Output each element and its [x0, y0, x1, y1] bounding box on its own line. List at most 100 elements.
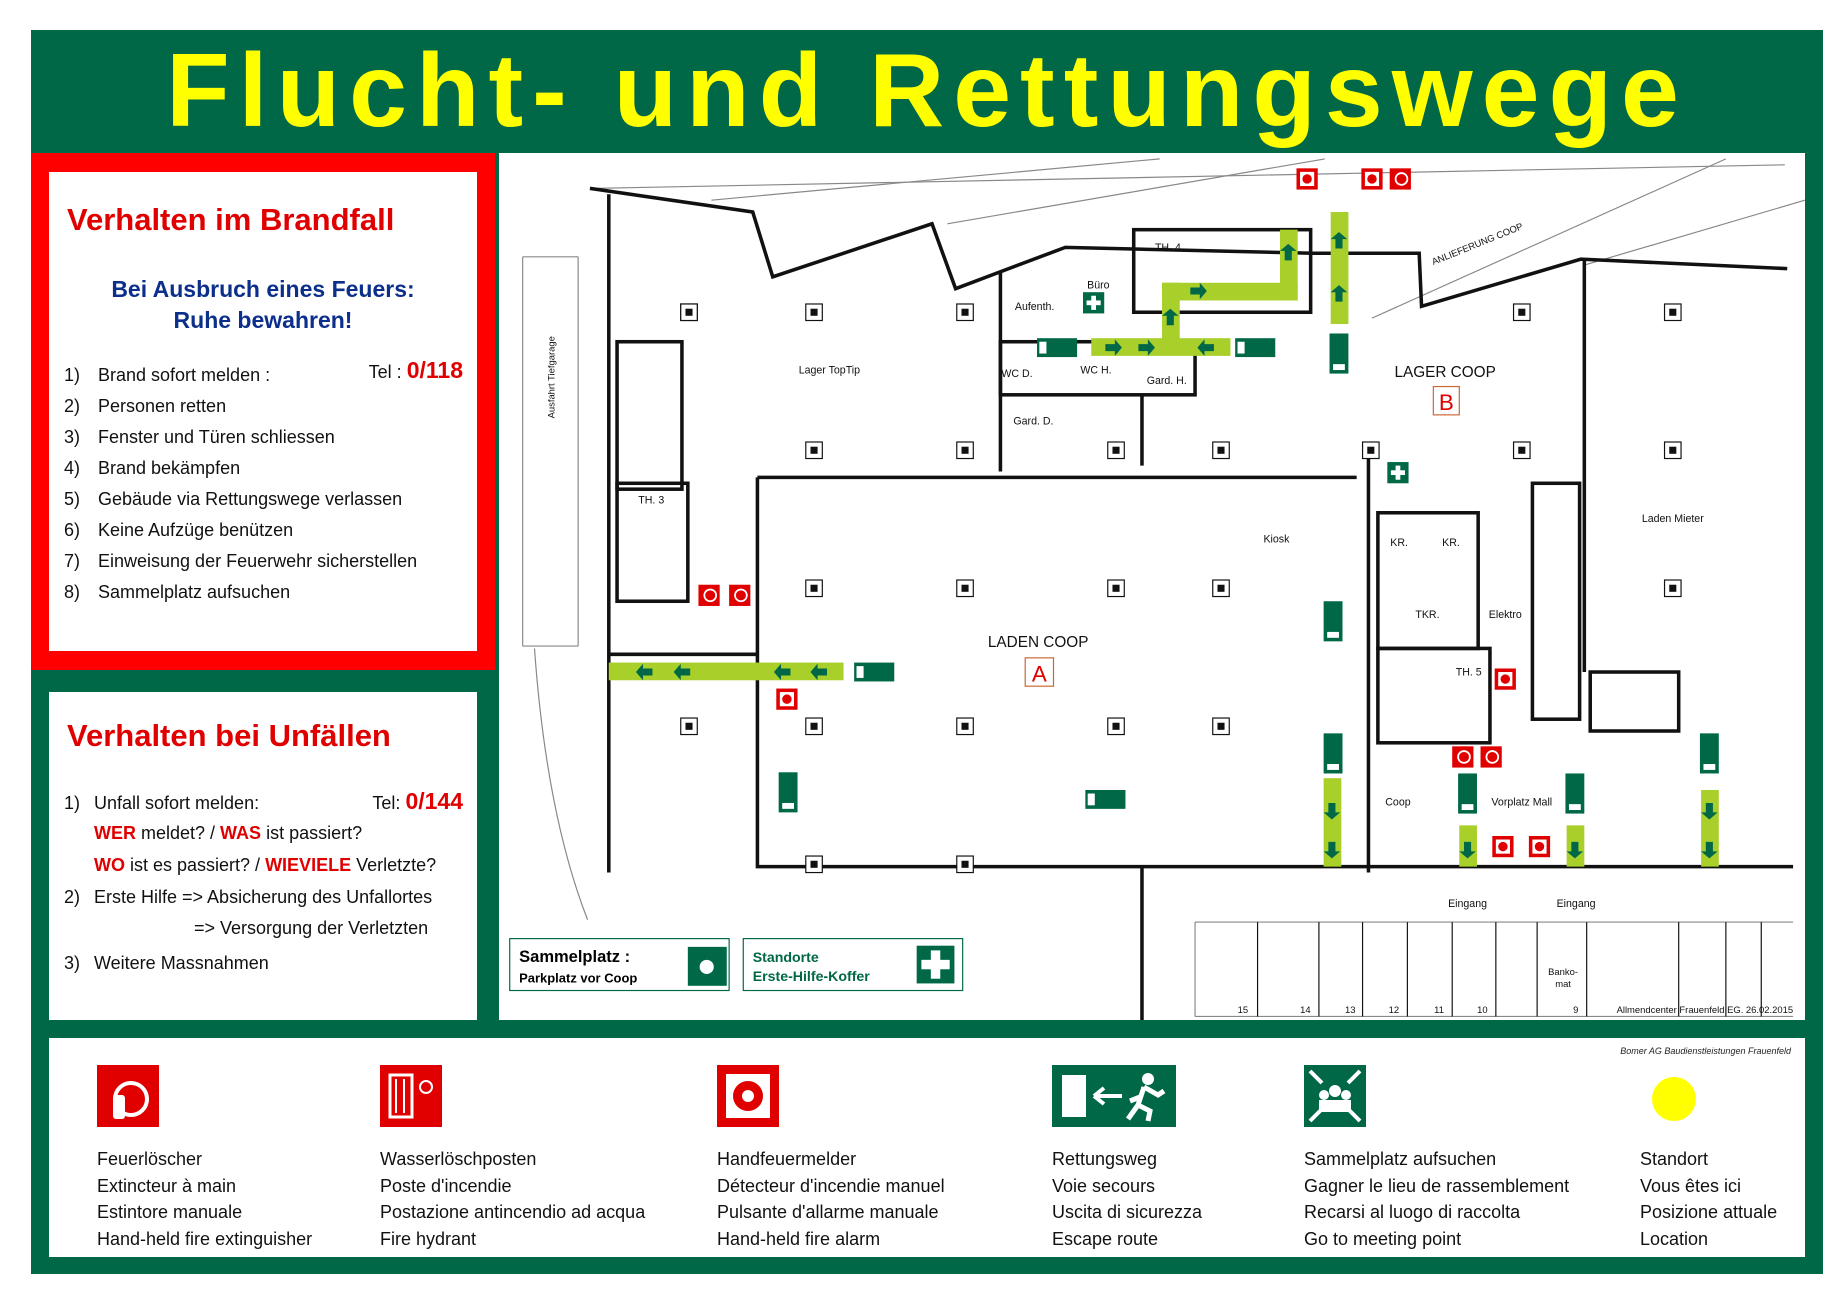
arrow-icon	[810, 663, 828, 681]
column-marker	[805, 579, 823, 598]
list-item: 2)Erste Hilfe => Absicherung des Unfallo…	[64, 887, 433, 907]
column-marker	[680, 717, 698, 736]
column-marker	[956, 717, 974, 736]
fire-sub1: Bei Ausbruch eines Feuers:	[111, 276, 415, 302]
list-item: WER meldet? / WAS ist passiert?	[94, 823, 363, 843]
list-item: 8)Sammelplatz aufsuchen	[64, 582, 291, 602]
exit-sign-icon	[1036, 338, 1078, 358]
room-label: WC H.	[1080, 365, 1111, 377]
arrow-icon	[1323, 802, 1341, 820]
legend: Bomer AG Baudienstleistungen Frauenfeld …	[49, 1038, 1805, 1257]
exit-sign-icon	[1085, 789, 1126, 809]
fire-alarm-icon	[1492, 835, 1514, 858]
arrow-icon	[773, 663, 791, 681]
parking-number: 12	[1389, 1004, 1399, 1015]
arrow-icon	[1701, 802, 1718, 820]
column-marker	[956, 441, 974, 460]
atm-label: Banko-	[1548, 966, 1578, 977]
tel-label: Tel:	[372, 793, 401, 813]
list-item: 7)Einweisung der Feuerwehr sicherstellen	[64, 551, 418, 571]
list-item: 4)Brand bekämpfen	[64, 458, 241, 478]
legend-text: Vous êtes ici	[1640, 1175, 1742, 1196]
exit-sign-icon	[1235, 338, 1276, 358]
column-marker	[956, 303, 974, 322]
legend-text: Pulsante d'allarme manuale	[717, 1202, 939, 1222]
zone-label: A	[1032, 661, 1047, 686]
legend-text: Gagner le lieu de rassemblement	[1304, 1175, 1570, 1196]
delivery-label: ANLIEFERUNG COOP	[1430, 220, 1524, 267]
list-item: 6)Keine Aufzüge benützen	[64, 520, 294, 540]
credit: Bomer AG Baudienstleistungen Frauenfeld	[1620, 1046, 1791, 1056]
arrow-icon	[1197, 339, 1214, 356]
room-label: LAGER COOP	[1394, 364, 1495, 381]
arrow-icon	[673, 663, 691, 681]
arrow-icon	[1330, 285, 1348, 302]
exit-sign-icon	[1699, 733, 1719, 774]
legend-text: Uscita di sicurezza	[1052, 1202, 1203, 1222]
legend-text: Go to meeting point	[1304, 1228, 1462, 1249]
legend-text: Voie secours	[1052, 1175, 1156, 1196]
room-label: Aufenth.	[1015, 301, 1055, 313]
list-item: 3)Weitere Massnahmen	[64, 953, 269, 973]
tel-number: 0/144	[405, 788, 463, 814]
arrow-icon	[1459, 841, 1476, 859]
column-marker	[1107, 717, 1125, 736]
arrow-icon	[1162, 308, 1179, 326]
legend-text: Handfeuermelder	[717, 1149, 857, 1169]
room-label: TH. 5	[1456, 667, 1482, 679]
fire-hydrant-icon	[1452, 746, 1474, 768]
escape-route-icon	[1052, 1065, 1176, 1127]
legend-text: Escape route	[1052, 1228, 1159, 1249]
column-marker	[1512, 303, 1531, 322]
legend-text: Recarsi al luogo di raccolta	[1304, 1202, 1521, 1222]
arrow-icon	[1701, 841, 1718, 859]
arrow-icon	[635, 663, 653, 681]
exit-sign-icon	[778, 772, 798, 813]
column-marker	[805, 855, 823, 874]
fire-hydrant-icon	[698, 584, 720, 606]
entrance-label: Eingang	[1448, 898, 1487, 910]
room-label: WC D.	[1001, 368, 1032, 380]
arrow-icon	[1566, 841, 1584, 859]
column-marker	[1663, 303, 1682, 322]
column-marker	[1361, 441, 1380, 460]
first-aid-icon	[1387, 462, 1409, 484]
entrance-label: Eingang	[1557, 898, 1596, 910]
column-marker	[1512, 441, 1531, 460]
legend-text: Standort	[1640, 1149, 1709, 1169]
room-label: Elektro	[1489, 609, 1522, 621]
list-item: 5)Gebäude via Rettungswege verlassen	[64, 489, 403, 509]
arrow-icon	[1138, 339, 1155, 356]
legend-text: Poste d'incendie	[380, 1175, 512, 1196]
legend-text: Hand-held fire alarm	[717, 1228, 881, 1249]
fire-hydrant-icon	[380, 1065, 442, 1127]
fire-alarm-icon	[717, 1065, 779, 1127]
accident-heading: Verhalten bei Unfällen	[67, 718, 391, 753]
list-item: 1)Brand sofort melden :	[64, 365, 271, 385]
legend-text: Rettungsweg	[1052, 1149, 1158, 1169]
legend-text: Estintore manuale	[97, 1202, 243, 1222]
column-marker	[956, 855, 974, 874]
fire-alarm-icon	[1296, 168, 1318, 190]
column-marker	[1663, 441, 1682, 460]
garage-exit-label: Ausfahrt Tiefgarage	[546, 336, 557, 418]
location-dot-icon	[1652, 1077, 1696, 1121]
fire-instructions-panel: Verhalten im Brandfall Bei Ausbruch eine…	[49, 172, 477, 651]
escape-path	[608, 211, 1719, 867]
fire-extinguisher-icon	[1389, 168, 1411, 190]
assembly-sub: Parkplatz vor Coop	[519, 970, 637, 985]
room-label: Coop	[1385, 796, 1410, 808]
column-marker	[805, 303, 823, 322]
tel-number: 0/118	[406, 357, 463, 383]
room-label: LADEN COOP	[988, 634, 1089, 651]
legend-text: Hand-held fire extinguisher	[97, 1228, 313, 1249]
assembly-point-box: Sammelplatz : Parkplatz vor Coop	[509, 938, 730, 992]
column-marker	[1107, 579, 1125, 598]
room-label: Vorplatz Mall	[1491, 796, 1552, 808]
atm-label: mat	[1555, 978, 1571, 989]
exit-sign-icon	[854, 662, 895, 682]
